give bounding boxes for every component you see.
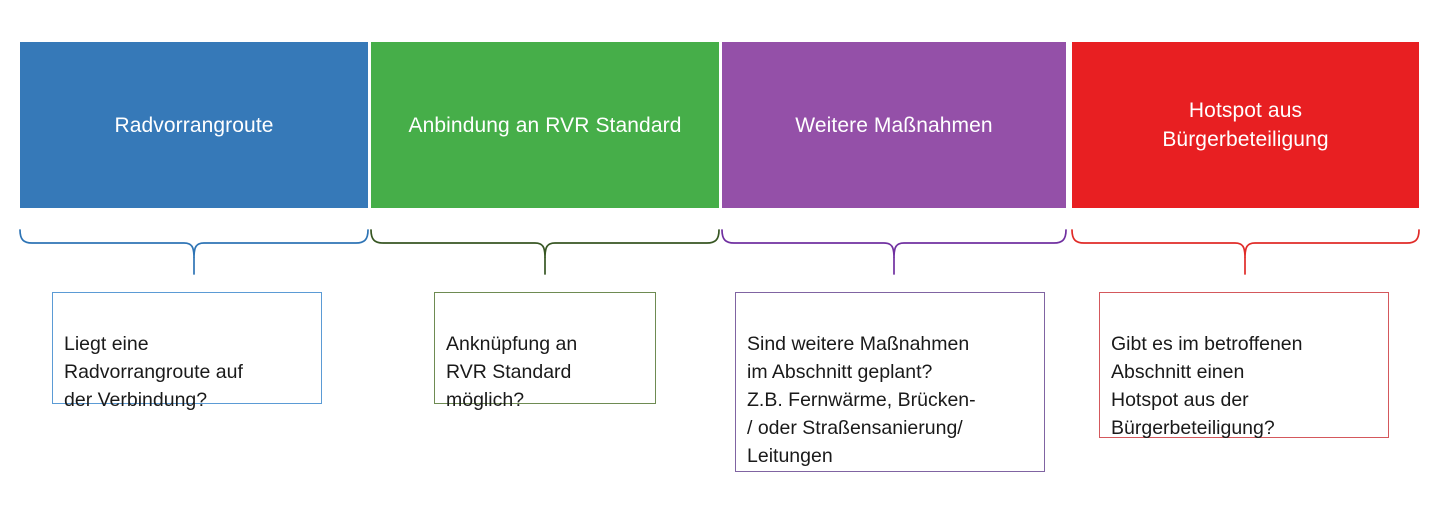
category-header-label: Weitere Maßnahmen — [795, 113, 993, 137]
question-box-weitere-massnahmen[interactable]: Sind weitere Maßnahmen im Abschnitt gepl… — [735, 292, 1045, 472]
category-header-hotspot-buergerbeteiligung[interactable]: Hotspot aus Bürgerbeteiligung — [1072, 42, 1419, 208]
category-header-label: Anbindung an RVR Standard — [408, 113, 682, 137]
question-box-radvorrangroute[interactable]: Liegt eine Radvorrangroute auf der Verbi… — [52, 292, 322, 411]
category-header-label: Hotspot aus Bürgerbeteiligung — [1162, 99, 1329, 151]
question-text: Anknüpfung an RVR Standard möglich? — [446, 333, 578, 411]
question-box-hotspot-buergerbeteiligung[interactable]: Gibt es im betroffenen Abschnitt einen H… — [1099, 292, 1389, 439]
question-box-anbindung-rvr-standard[interactable]: Anknüpfung an RVR Standard möglich? — [434, 292, 656, 411]
question-text: Sind weitere Maßnahmen im Abschnitt gepl… — [747, 333, 976, 467]
question-text: Liegt eine Radvorrangroute auf der Verbi… — [64, 333, 243, 411]
brace-connector-weitere-massnahmen — [720, 228, 1068, 276]
category-header-radvorrangroute[interactable]: Radvorrangroute — [20, 42, 368, 208]
question-text: Gibt es im betroffenen Abschnitt einen H… — [1111, 333, 1303, 439]
brace-connector-hotspot-buergerbeteiligung — [1070, 228, 1421, 276]
brace-connector-radvorrangroute — [18, 228, 370, 276]
category-header-anbindung-rvr-standard[interactable]: Anbindung an RVR Standard — [371, 42, 719, 208]
brace-connector-anbindung-rvr-standard — [369, 228, 721, 276]
category-header-weitere-massnahmen[interactable]: Weitere Maßnahmen — [722, 42, 1066, 208]
category-header-label: Radvorrangroute — [114, 113, 274, 137]
